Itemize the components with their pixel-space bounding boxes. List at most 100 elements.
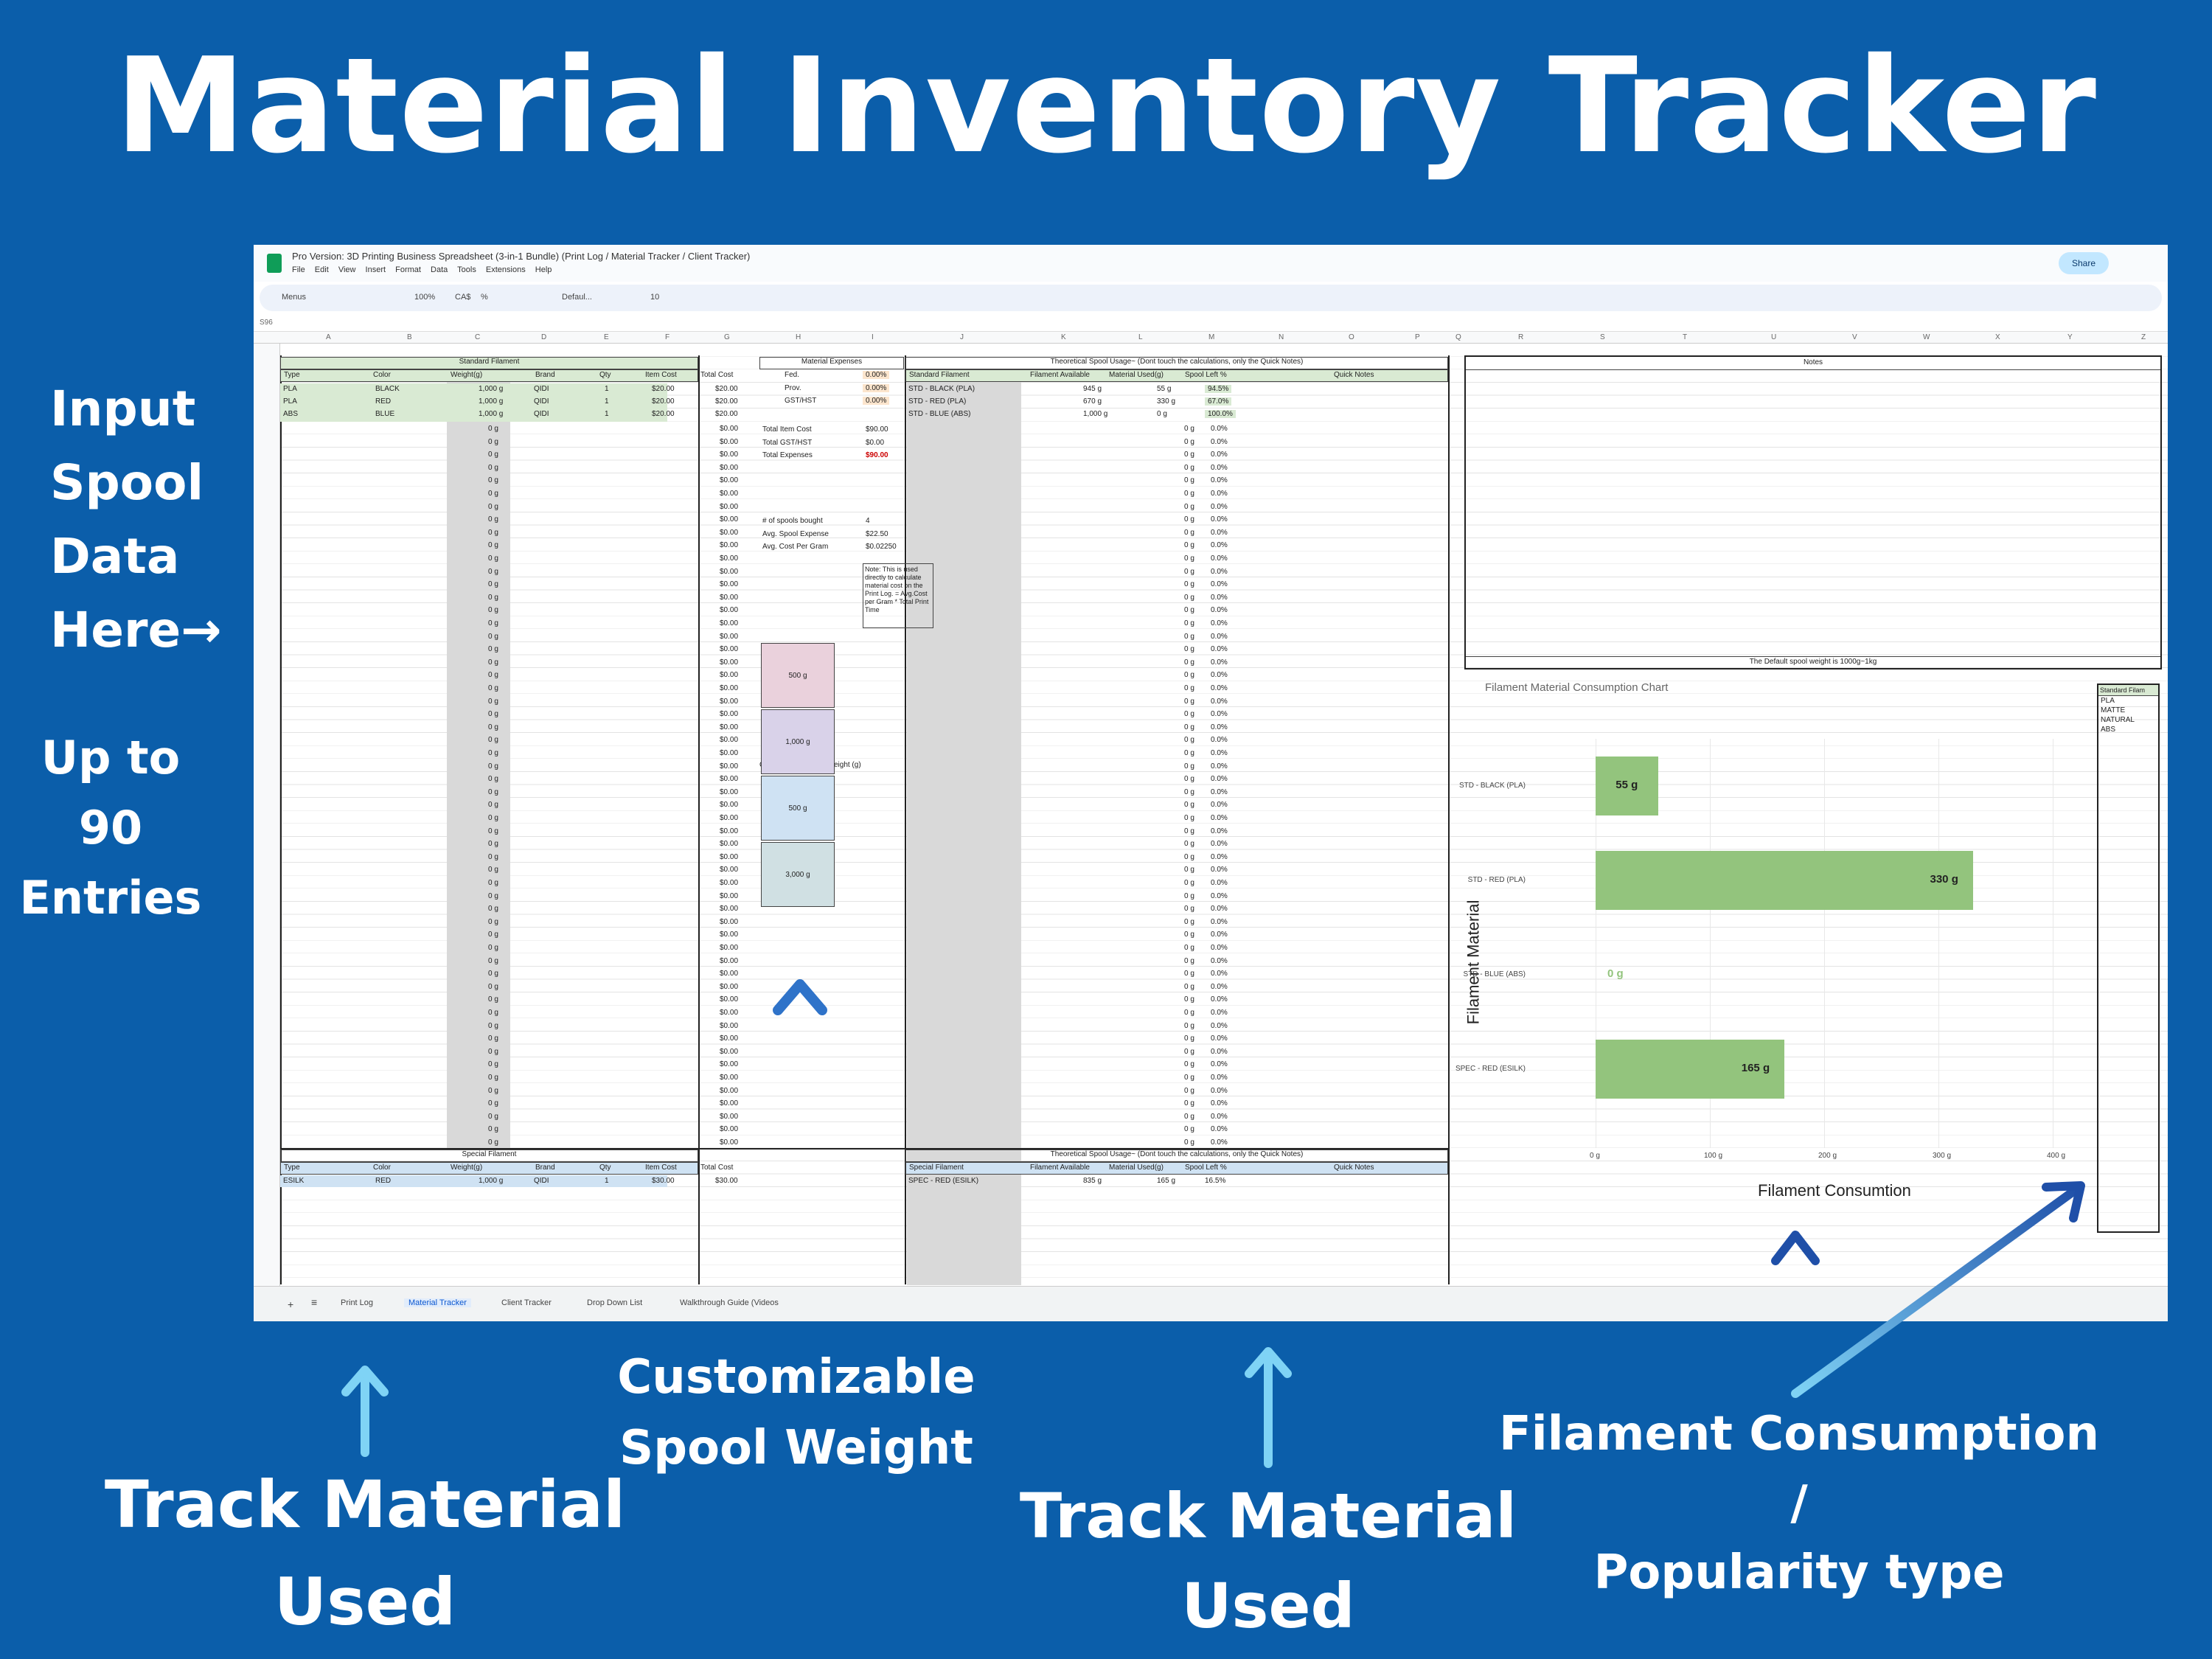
cell-total-cost[interactable]: $0.00 xyxy=(720,1009,739,1017)
cell-weight[interactable]: 0 g xyxy=(488,1138,498,1147)
cell-total-cost[interactable]: $0.00 xyxy=(720,541,739,550)
cell-material-used[interactable]: 0 g xyxy=(1184,1047,1194,1056)
cell-total-cost[interactable]: $0.00 xyxy=(720,580,739,589)
cell-weight[interactable]: 0 g xyxy=(488,490,498,498)
cell-spool-left[interactable]: 0.0% xyxy=(1211,451,1228,459)
cell-weight[interactable]: 0 g xyxy=(488,437,498,446)
cell-weight[interactable]: 1,000 g xyxy=(479,410,504,418)
cell-total-cost[interactable]: $0.00 xyxy=(720,852,739,861)
cell-material-used[interactable]: 0 g xyxy=(1184,619,1194,627)
cell-weight[interactable]: 0 g xyxy=(488,944,498,952)
menu-extensions[interactable]: Extensions xyxy=(485,265,526,274)
cell-material-used[interactable]: 0 g xyxy=(1184,814,1194,822)
cell-standard-filament[interactable]: STD - BLUE (ABS) xyxy=(908,410,971,418)
cell-spool-left[interactable]: 0.0% xyxy=(1211,515,1228,524)
cell-spool-left[interactable]: 0.0% xyxy=(1211,425,1228,433)
sheets-logo-icon[interactable] xyxy=(267,254,282,273)
cell-weight[interactable]: 0 g xyxy=(488,762,498,771)
cell-material-used[interactable]: 0 g xyxy=(1184,684,1194,692)
cell-total-cost[interactable]: $0.00 xyxy=(720,425,739,433)
cell-spool-left[interactable]: 0.0% xyxy=(1211,593,1228,602)
cell-spool-left[interactable]: 0.0% xyxy=(1211,619,1228,627)
cell-total-cost[interactable]: $0.00 xyxy=(720,931,739,939)
cell-spool-left[interactable]: 0.0% xyxy=(1211,995,1228,1004)
cell-material-used[interactable]: 0 g xyxy=(1184,787,1194,796)
cell-spool-left[interactable]: 0.0% xyxy=(1211,775,1228,784)
custom-weight-swatch[interactable]: 3,000 g xyxy=(761,842,835,907)
cell-material-used[interactable]: 0 g xyxy=(1184,866,1194,874)
cell-spool-left[interactable]: 0.0% xyxy=(1211,554,1228,563)
cell-weight[interactable]: 0 g xyxy=(488,1086,498,1095)
col-e[interactable]: E xyxy=(604,333,609,341)
cell-material-used[interactable]: 0 g xyxy=(1157,410,1167,418)
cell-total-cost[interactable]: $0.00 xyxy=(720,891,739,900)
cell-material-used[interactable]: 0 g xyxy=(1184,671,1194,680)
cell-weight[interactable]: 0 g xyxy=(488,580,498,589)
cell-material-used[interactable]: 0 g xyxy=(1184,1060,1194,1069)
cell-item-cost[interactable]: $30.00 xyxy=(652,1177,675,1185)
cell-brand[interactable]: QIDI xyxy=(534,1177,549,1185)
cell-spool-left[interactable]: 0.0% xyxy=(1211,852,1228,861)
cell-total-cost[interactable]: $0.00 xyxy=(720,801,739,810)
cell-total-cost[interactable]: $0.00 xyxy=(720,1086,739,1095)
col-y[interactable]: Y xyxy=(2067,333,2073,341)
col-u[interactable]: U xyxy=(1771,333,1777,341)
list-item[interactable]: PLA xyxy=(2101,697,2115,705)
cell-weight[interactable]: 0 g xyxy=(488,723,498,731)
cell-brand[interactable]: QIDI xyxy=(534,385,549,393)
cell-spool-left[interactable]: 0.0% xyxy=(1211,723,1228,731)
cell-color[interactable]: BLACK xyxy=(375,385,400,393)
cell-total-cost[interactable]: $0.00 xyxy=(720,632,739,641)
cell-spool-left[interactable]: 0.0% xyxy=(1211,1009,1228,1017)
cell-weight[interactable]: 0 g xyxy=(488,801,498,810)
cell-weight[interactable]: 0 g xyxy=(488,1112,498,1121)
cell-weight[interactable]: 0 g xyxy=(488,515,498,524)
cell-total-cost[interactable]: $20.00 xyxy=(715,385,738,393)
cell-spool-left[interactable]: 0.0% xyxy=(1211,891,1228,900)
cell-material-used[interactable]: 0 g xyxy=(1184,723,1194,731)
cell-material-used[interactable]: 0 g xyxy=(1184,1009,1194,1017)
cell-total-cost[interactable]: $0.00 xyxy=(720,463,739,472)
cell-total-cost[interactable]: $0.00 xyxy=(720,554,739,563)
cell-weight[interactable]: 0 g xyxy=(488,1099,498,1108)
add-sheet-icon[interactable]: + xyxy=(288,1298,294,1310)
expense-rate[interactable]: 0.00% xyxy=(863,371,890,379)
col-t[interactable]: T xyxy=(1683,333,1688,341)
cell-material-used[interactable]: 0 g xyxy=(1184,593,1194,602)
cell-weight[interactable]: 0 g xyxy=(488,710,498,719)
cell-material-used[interactable]: 0 g xyxy=(1184,658,1194,667)
cell-material-used[interactable]: 0 g xyxy=(1184,956,1194,965)
cell-spool-left[interactable]: 0.0% xyxy=(1211,671,1228,680)
cell-total-cost[interactable]: $0.00 xyxy=(720,866,739,874)
cell-spool-left[interactable]: 0.0% xyxy=(1211,632,1228,641)
tab-print-log[interactable]: Print Log xyxy=(341,1298,374,1307)
col-a[interactable]: A xyxy=(326,333,331,341)
cell-total-cost[interactable]: $0.00 xyxy=(720,1112,739,1121)
col-k[interactable]: K xyxy=(1061,333,1066,341)
cell-weight[interactable]: 0 g xyxy=(488,697,498,706)
cell-material-used[interactable]: 0 g xyxy=(1184,995,1194,1004)
menu-help[interactable]: Help xyxy=(535,265,552,274)
cell-qty[interactable]: 1 xyxy=(605,397,609,406)
cell-type[interactable]: PLA xyxy=(283,397,297,406)
cell-weight[interactable]: 0 g xyxy=(488,1034,498,1043)
cell-weight[interactable]: 0 g xyxy=(488,451,498,459)
cell-total-cost[interactable]: $0.00 xyxy=(720,1021,739,1030)
cell-material-used[interactable]: 0 g xyxy=(1184,425,1194,433)
cell-material-used[interactable]: 0 g xyxy=(1184,528,1194,537)
cell-color[interactable]: RED xyxy=(375,397,392,406)
cell-spool-left[interactable]: 0.0% xyxy=(1211,541,1228,550)
cell-material-used[interactable]: 0 g xyxy=(1184,982,1194,991)
cell-filament-available[interactable]: 835 g xyxy=(1083,1177,1102,1185)
cell-weight[interactable]: 0 g xyxy=(488,905,498,914)
cell-total-cost[interactable]: $0.00 xyxy=(720,490,739,498)
custom-weight-swatch[interactable]: 500 g xyxy=(761,776,835,841)
cell-total-cost[interactable]: $0.00 xyxy=(720,515,739,524)
font-select[interactable]: Defaul... xyxy=(562,293,592,302)
cell-spool-left[interactable]: 0.0% xyxy=(1211,917,1228,926)
cell-total-cost[interactable]: $0.00 xyxy=(720,684,739,692)
col-x[interactable]: X xyxy=(1995,333,2000,341)
col-z[interactable]: Z xyxy=(2141,333,2146,341)
cell-total-cost[interactable]: $0.00 xyxy=(720,528,739,537)
cell-weight[interactable]: 0 g xyxy=(488,1009,498,1017)
